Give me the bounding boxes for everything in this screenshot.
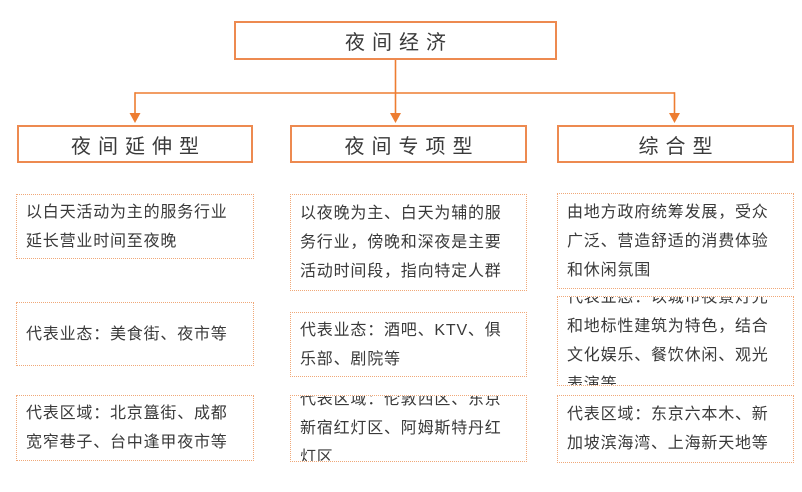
special-business-forms-box: 代表业态：酒吧、KTV、俱乐部、剧院等 [290,312,527,377]
arrowhead-down-icon [390,113,401,123]
extension-regions-box: 代表区域：北京簋街、成都宽窄巷子、台中逢甲夜市等 [16,395,254,461]
branch-node-label: 综合型 [638,135,720,158]
branch-node-comprehensive-type: 综合型 [557,125,794,163]
description-text: 以白天活动为主的服务行业延长营业时间至夜晚 [26,203,228,250]
business-forms-text: 代表业态：酒吧、KTV、俱乐部、剧院等 [300,321,502,368]
business-forms-text: 代表业态：以城市夜景灯光和地标性建筑为特色，结合文化娱乐、餐饮休闲、观光表演等 [567,296,769,386]
description-text: 由地方政府统筹发展，受众广泛、营造舒适的消费体验和休闲氛围 [567,203,769,279]
regions-text: 代表区域：东京六本木、新加坡滨海湾、上海新天地等 [567,406,769,452]
extension-business-forms-box: 代表业态：美食街、夜市等 [16,302,254,366]
special-description-box: 以夜晚为主、白天为辅的服务行业，傍晚和深夜是主要活动时间段，指向特定人群 [290,194,527,291]
branch-node-night-special-type: 夜间专项型 [290,125,527,163]
extension-description-box: 以白天活动为主的服务行业延长营业时间至夜晚 [16,194,254,259]
business-forms-text: 代表业态：美食街、夜市等 [26,325,228,343]
regions-text: 代表区域：北京簋街、成都宽窄巷子、台中逢甲夜市等 [26,405,228,451]
root-node-label: 夜间经济 [345,32,453,54]
branch-node-night-extension-type: 夜间延伸型 [17,125,253,163]
regions-text: 代表区域：伦敦西区、东京新宿红灯区、阿姆斯特丹红灯区 [300,395,502,462]
branch-node-label: 夜间专项型 [344,135,480,158]
comprehensive-business-forms-box: 代表业态：以城市夜景灯光和地标性建筑为特色，结合文化娱乐、餐饮休闲、观光表演等 [557,296,794,386]
arrowhead-down-icon [129,113,141,123]
branch-node-label: 夜间延伸型 [71,135,206,158]
root-node-night-economy: 夜间经济 [234,21,557,60]
special-regions-box: 代表区域：伦敦西区、东京新宿红灯区、阿姆斯特丹红灯区 [290,395,527,462]
comprehensive-regions-box: 代表区域：东京六本木、新加坡滨海湾、上海新天地等 [557,395,794,463]
comprehensive-description-box: 由地方政府统筹发展，受众广泛、营造舒适的消费体验和休闲氛围 [557,193,794,289]
arrowhead-down-icon [669,113,680,123]
description-text: 以夜晚为主、白天为辅的服务行业，傍晚和深夜是主要活动时间段，指向特定人群 [300,205,502,280]
